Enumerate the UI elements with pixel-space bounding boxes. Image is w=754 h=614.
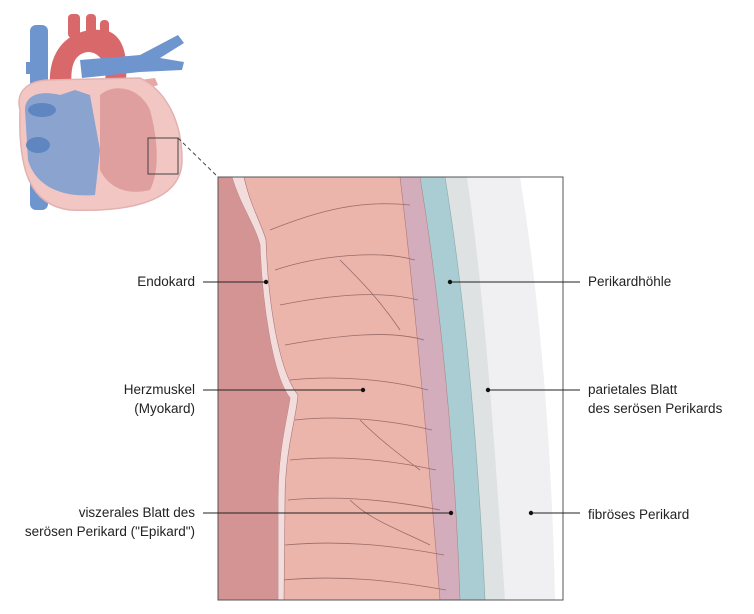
leader-lines (203, 281, 580, 514)
label-text: viszerales Blatt des (78, 505, 195, 520)
label-text: Herzmuskel (123, 382, 195, 397)
heart-illustration (18, 14, 219, 212)
label-text: Endokard (137, 274, 195, 289)
label-text: des serösen Perikards (588, 401, 723, 416)
label-herzmuskel: Herzmuskel (Myokard) (124, 380, 195, 418)
label-text: fibröses Perikard (588, 507, 690, 522)
label-text: Perikardhöhle (588, 274, 672, 289)
blood-layer (218, 177, 290, 600)
label-fibroeses-perikard: fibröses Perikard (588, 505, 689, 524)
label-perikardhoehle: Perikardhöhle (588, 272, 671, 291)
label-text: (Myokard) (134, 401, 195, 416)
wall-cross-section (217, 176, 564, 601)
label-endokard: Endokard (137, 272, 195, 291)
leader-dots (263, 279, 534, 516)
label-parietales-blatt: parietales Blatt des serösen Perikards (588, 380, 722, 418)
label-text: parietales Blatt (588, 382, 678, 397)
label-epikard: viszerales Blatt des serösen Perikard ("… (25, 503, 195, 541)
label-text: serösen Perikard ("Epikard") (24, 524, 195, 539)
